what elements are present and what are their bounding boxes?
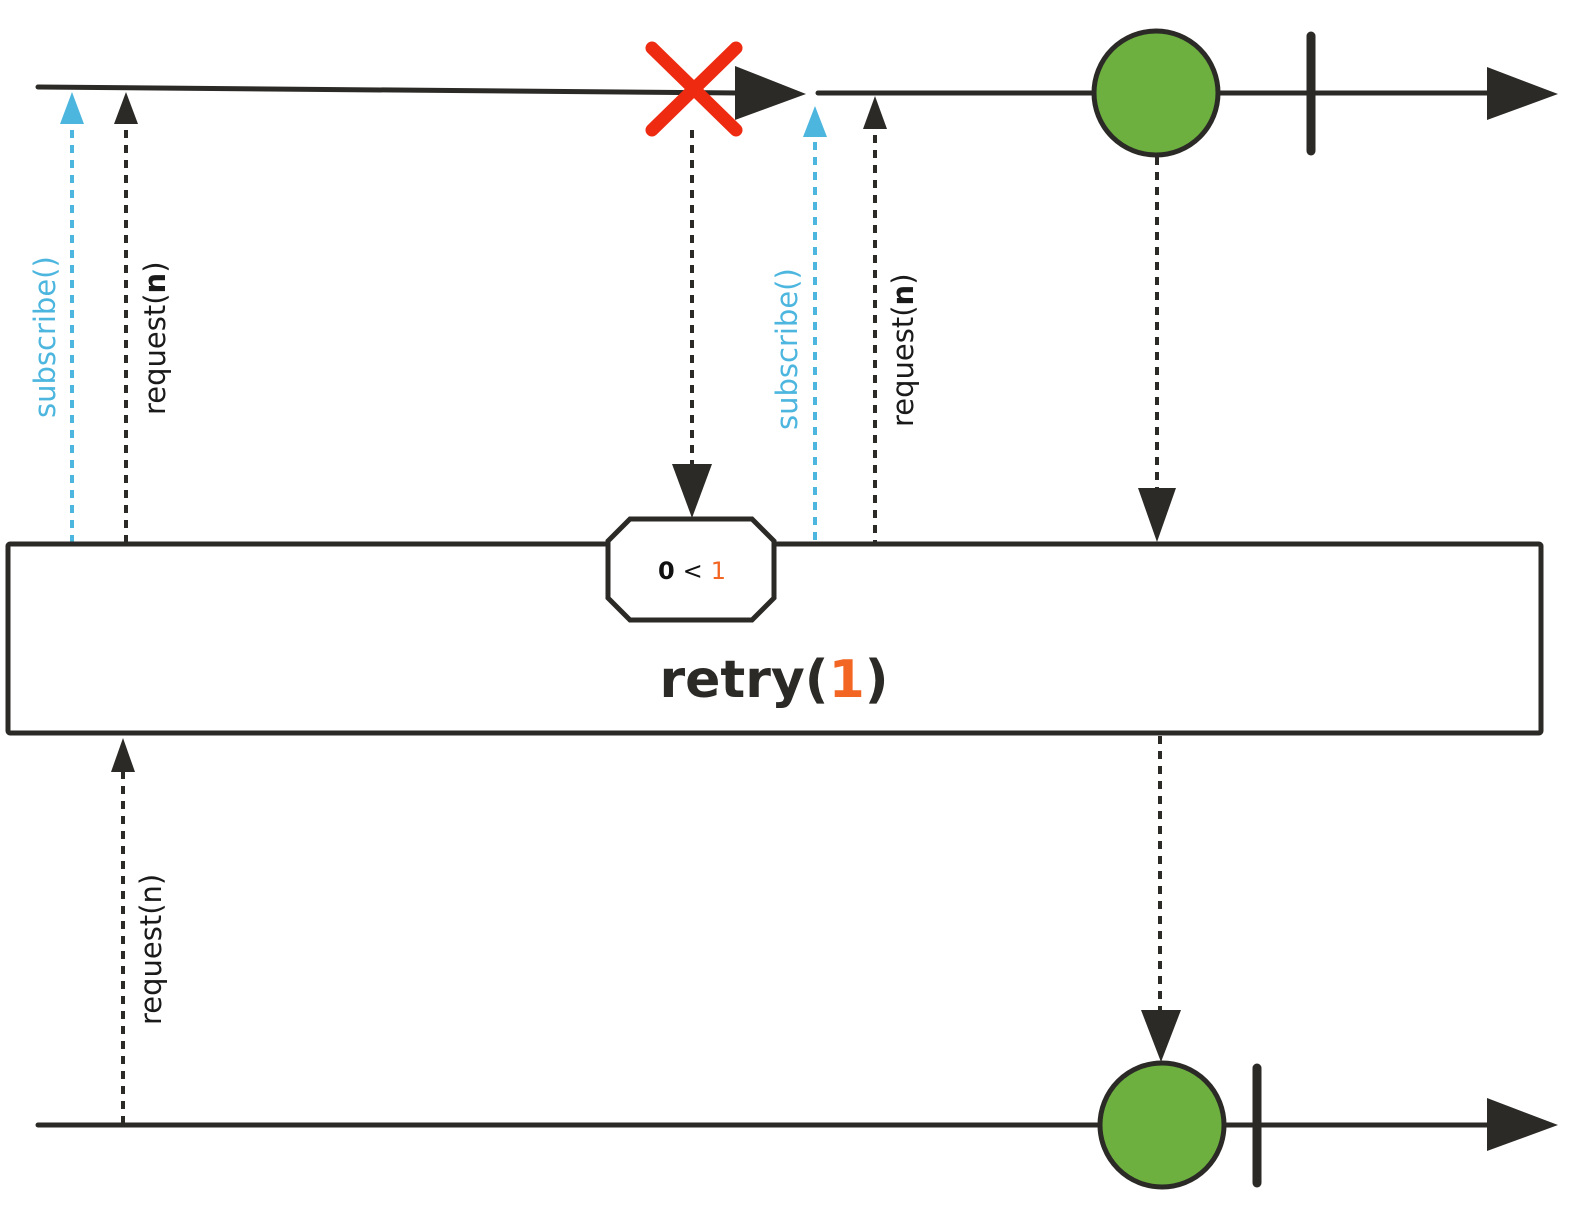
- source-timeline-2-arrowhead: [1487, 67, 1558, 120]
- request-arrow-2-head: [863, 96, 887, 129]
- result-onnext-marble: [1097, 1060, 1227, 1190]
- request-label-1: request(n): [138, 261, 172, 415]
- onnext-arrow-in-head: [1138, 488, 1176, 542]
- source-onnext-marble: [1091, 28, 1221, 158]
- request-label-downstream: request(n): [134, 874, 168, 1025]
- subscribe-arrow-2-head: [803, 106, 827, 137]
- error-icon: [645, 41, 743, 137]
- subscribe-arrow-1-head: [60, 92, 84, 124]
- error-arrow-head: [672, 464, 712, 518]
- operator-title: retry(1): [659, 650, 888, 710]
- source-timeline-1: [35, 84, 743, 96]
- result-timeline-arrowhead: [1487, 1098, 1558, 1151]
- retry-condition-box: [605, 516, 777, 623]
- subscribe-label-1: subscribe(): [28, 256, 62, 418]
- request-arrow-1-head: [114, 92, 138, 124]
- request-label-2: request(n): [886, 273, 920, 427]
- request-arrow-downstream-head: [111, 738, 135, 772]
- source-timeline-1-arrowhead: [735, 66, 806, 120]
- subscribe-label-2: subscribe(): [770, 268, 804, 430]
- retry-condition-text: 0<1: [658, 557, 726, 585]
- onnext-arrow-out-head: [1141, 1010, 1181, 1062]
